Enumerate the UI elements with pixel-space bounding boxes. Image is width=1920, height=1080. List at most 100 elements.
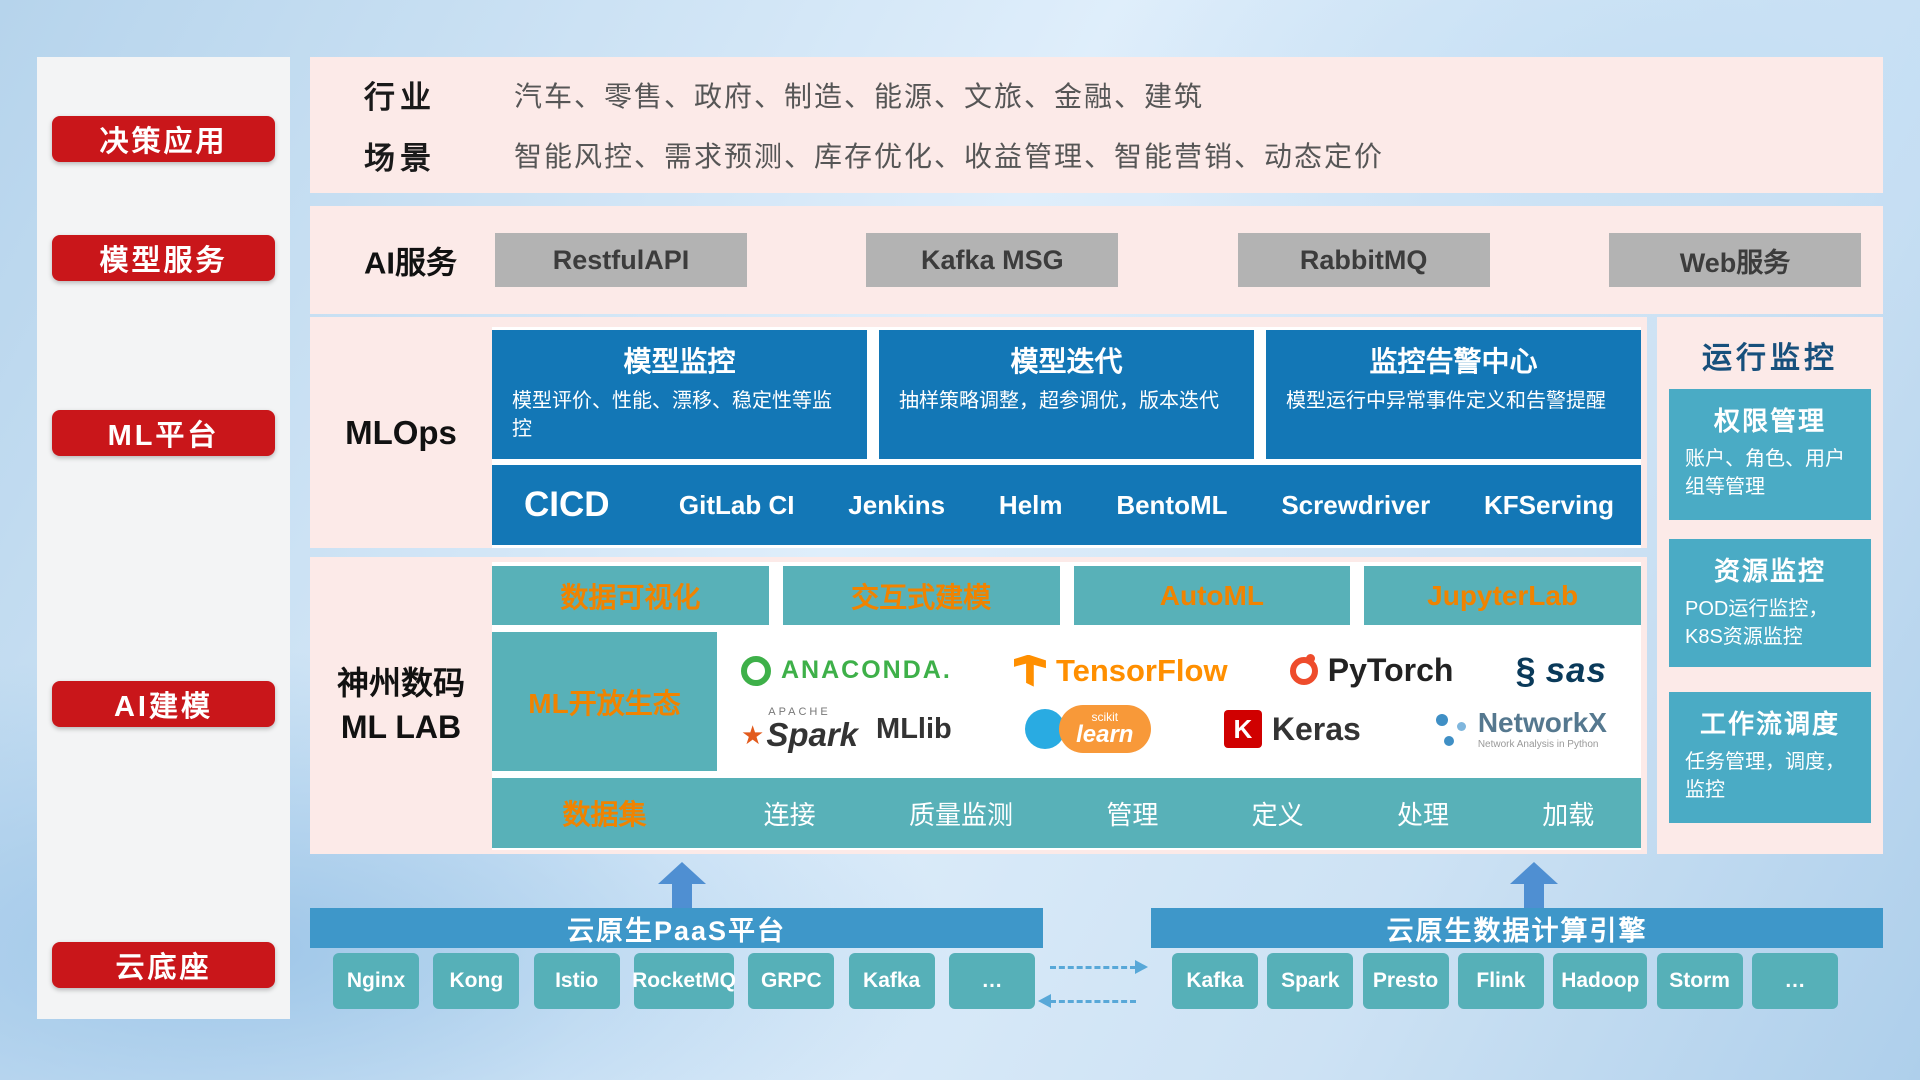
sidebar-item-ml-platform[interactable]: ML平台: [52, 410, 275, 456]
kafka-chip[interactable]: Kafka: [848, 953, 935, 1009]
mllab-label-line2: ML LAB: [340, 709, 462, 746]
scikit-learn-logo: scikit learn: [1024, 705, 1151, 754]
engine-header: 云原生数据计算引擎: [1151, 908, 1883, 948]
tensorflow-text: TensorFlow: [1055, 652, 1228, 688]
anaconda-icon: [741, 655, 771, 686]
workflow-scheduler-desc: 任务管理，调度，监控: [1685, 751, 1845, 801]
sidebar-item-model-service[interactable]: 模型服务: [52, 235, 275, 281]
mllib-text: MLlib: [876, 712, 952, 745]
ai-service-buttons: RestfulAPI Kafka MSG RabbitMQ Web服务: [495, 233, 1861, 287]
dataset-row: 数据集 连接 质量监测 管理 定义 处理 加载: [492, 778, 1641, 848]
automl-button[interactable]: AutoML: [1073, 566, 1351, 625]
spark-main: ★ Spark: [741, 718, 858, 751]
anaconda-text: ANACONDA.: [781, 656, 952, 685]
dataset-define-item: 定义: [1251, 799, 1304, 830]
restfulapi-button[interactable]: RestfulAPI: [495, 233, 747, 287]
ml-ecosystem-label: ML开放生态: [492, 632, 717, 771]
engine-more-chip[interactable]: …: [1751, 953, 1838, 1009]
permission-mgmt-title: 权限管理: [1713, 406, 1826, 436]
pytorch-text: PyTorch: [1327, 652, 1454, 689]
tensorflow-logo: TensorFlow: [1013, 652, 1228, 689]
grpc-chip[interactable]: GRPC: [748, 953, 835, 1009]
networkx-subtitle: Network Analysis in Python: [1477, 739, 1599, 751]
jenkins-item: Jenkins: [848, 489, 946, 520]
screwdriver-item: Screwdriver: [1281, 489, 1431, 520]
paas-more-chip[interactable]: …: [948, 953, 1035, 1009]
model-iteration-title: 模型迭代: [1010, 346, 1123, 377]
pytorch-logo: PyTorch: [1289, 652, 1454, 689]
sidebar-item-cloud-base[interactable]: 云底座: [52, 942, 275, 988]
workflow-scheduler-card: 工作流调度 任务管理，调度，监控: [1669, 692, 1871, 823]
rabbitmq-button[interactable]: RabbitMQ: [1237, 233, 1490, 287]
dashed-arrow-right: [1050, 960, 1148, 974]
alert-center-desc: 模型运行中异常事件定义和告警提醒: [1286, 390, 1606, 412]
dashed-arrow-left: [1038, 994, 1136, 1008]
resource-monitor-title: 资源监控: [1713, 556, 1826, 586]
runtime-monitor-column: 运行监控 权限管理 账户、角色、用户组等管理 资源监控 POD运行监控，K8S资…: [1657, 317, 1883, 854]
istio-chip[interactable]: Istio: [533, 953, 620, 1009]
engine-storm-chip[interactable]: Storm: [1656, 953, 1743, 1009]
sidebar-item-decision-apps[interactable]: 决策应用: [52, 116, 275, 162]
ml-ecosystem-box: ML开放生态 ANACONDA. TensorFlow PyTorch: [492, 632, 1641, 771]
engine-kafka-chip[interactable]: Kafka: [1172, 953, 1258, 1009]
kafka-msg-button[interactable]: Kafka MSG: [866, 233, 1119, 287]
permission-mgmt-desc: 账户、角色、用户组等管理: [1685, 448, 1845, 498]
web-service-button[interactable]: Web服务: [1608, 233, 1861, 287]
model-monitor-desc: 模型评价、性能、漂移、稳定性等监控: [512, 390, 832, 440]
dataset-items: 连接 质量监测 管理 定义 处理 加载: [717, 795, 1641, 832]
engine-spark-chip[interactable]: Spark: [1267, 953, 1354, 1009]
cicd-label: CICD: [524, 485, 610, 524]
nginx-chip[interactable]: Nginx: [333, 953, 419, 1009]
model-iteration-desc: 抽样策略调整，超参调优，版本迭代: [899, 390, 1219, 412]
cicd-bar: CICD GitLab CI Jenkins Helm BentoML Scre…: [492, 465, 1641, 545]
engine-flink-chip[interactable]: Flink: [1457, 953, 1544, 1009]
industry-row: 行业 汽车、零售、政府、制造、能源、文旅、金融、建筑: [310, 72, 1883, 117]
networkx-logo: NetworkX Network Analysis in Python: [1434, 708, 1607, 750]
dashed-arrowhead-left-icon: [1038, 994, 1051, 1008]
helm-item: Helm: [998, 489, 1063, 520]
alert-center-title: 监控告警中心: [1369, 346, 1538, 377]
dataset-connect-item: 连接: [763, 799, 816, 830]
engine-presto-chip[interactable]: Presto: [1362, 953, 1449, 1009]
dataset-process-item: 处理: [1396, 799, 1449, 830]
keras-text: Keras: [1271, 710, 1361, 747]
paas-header: 云原生PaaS平台: [310, 908, 1043, 948]
mlops-label: MLOps: [345, 413, 457, 451]
mllab-label: 神州数码 ML LAB: [310, 661, 492, 751]
keras-logo: K Keras: [1223, 710, 1361, 749]
kong-chip[interactable]: Kong: [433, 953, 520, 1009]
permission-mgmt-card: 权限管理 账户、角色、用户组等管理: [1669, 389, 1871, 520]
scenario-values: 智能风控、需求预测、库存优化、收益管理、智能营销、动态定价: [514, 141, 1385, 173]
spark-text: Spark: [766, 716, 859, 754]
networkx-texts: NetworkX Network Analysis in Python: [1477, 707, 1607, 751]
engine-chips: Kafka Spark Presto Flink Hadoop Storm …: [1172, 953, 1838, 1009]
up-arrow-paas: [658, 862, 706, 908]
model-iteration-card: 模型迭代 抽样策略调整，超参调优，版本迭代: [879, 330, 1254, 459]
scikit-learn-text: learn: [1076, 721, 1134, 749]
logo-row-2: APACHE ★ Spark MLlib scikit learn: [741, 705, 1607, 754]
gitlab-ci-item: GitLab CI: [678, 489, 795, 520]
mlops-band: MLOps 模型监控 模型评价、性能、漂移、稳定性等监控 模型迭代 抽样策略调整…: [310, 317, 1647, 548]
scikit-small-text: scikit: [1091, 710, 1119, 725]
jupyterlab-button[interactable]: JupyterLab: [1364, 566, 1641, 625]
industry-values: 汽车、零售、政府、制造、能源、文旅、金融、建筑: [514, 80, 1205, 112]
interactive-modeling-button[interactable]: 交互式建模: [782, 566, 1060, 625]
data-visualization-button[interactable]: 数据可视化: [492, 566, 769, 625]
scikit-pill: scikit learn: [1058, 705, 1151, 754]
industry-band: 行业 汽车、零售、政府、制造、能源、文旅、金融、建筑 场景 智能风控、需求预测、…: [310, 57, 1883, 193]
spark-mllib-logo: APACHE ★ Spark MLlib: [741, 706, 952, 752]
sidebar-item-ai-modeling[interactable]: AI建模: [52, 681, 275, 727]
apache-text: APACHE: [768, 706, 831, 719]
rocketmq-chip[interactable]: RocketMQ: [632, 953, 736, 1009]
workflow-scheduler-title: 工作流调度: [1699, 709, 1840, 739]
model-monitor-card: 模型监控 模型评价、性能、漂移、稳定性等监控: [492, 330, 867, 459]
sidebar: 决策应用 模型服务 ML平台 AI建模 云底座: [37, 57, 290, 1019]
model-monitor-title: 模型监控: [623, 346, 736, 377]
networkx-text: NetworkX: [1477, 707, 1607, 739]
resource-monitor-card: 资源监控 POD运行监控，K8S资源监控: [1669, 539, 1871, 667]
alert-center-card: 监控告警中心 模型运行中异常事件定义和告警提醒: [1266, 330, 1641, 459]
runtime-monitor-title: 运行监控: [1702, 342, 1838, 375]
mllab-tools-row: 数据可视化 交互式建模 AutoML JupyterLab: [492, 566, 1641, 625]
engine-hadoop-chip[interactable]: Hadoop: [1553, 953, 1648, 1009]
